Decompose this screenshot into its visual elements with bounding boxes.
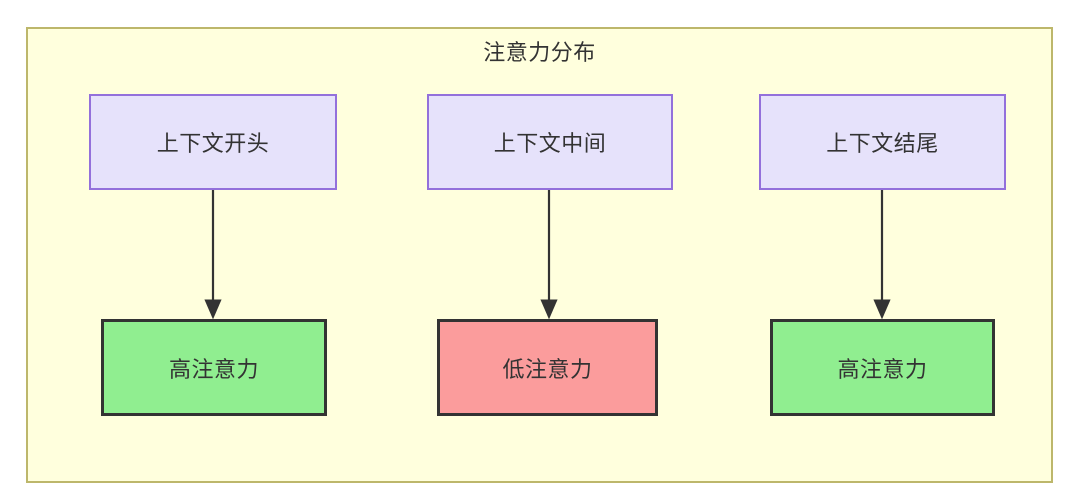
diagram-title: 注意力分布	[483, 41, 596, 66]
node-context-middle[interactable]: 上下文中间	[427, 94, 673, 190]
node-context-start[interactable]: 上下文开头	[89, 94, 337, 190]
node-attention-end[interactable]: 高注意力	[770, 319, 995, 416]
node-attention-start[interactable]: 高注意力	[101, 319, 327, 416]
node-context-end[interactable]: 上下文结尾	[759, 94, 1006, 190]
node-attention-middle[interactable]: 低注意力	[437, 319, 658, 416]
